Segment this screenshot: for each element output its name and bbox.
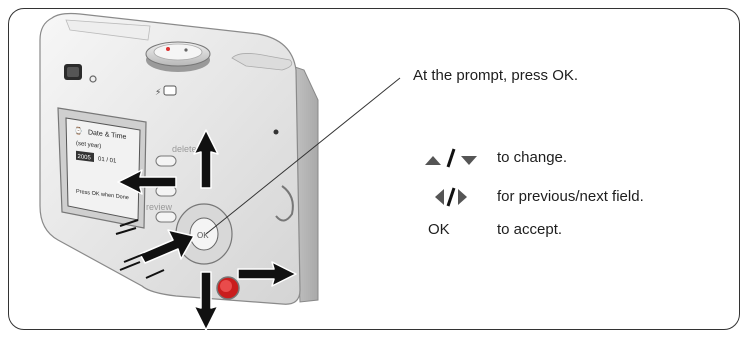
lcd-date: 01 / 01 — [98, 156, 117, 164]
svg-text:delete: delete — [172, 144, 197, 154]
lcd-subtitle: (set year) — [76, 141, 101, 150]
svg-text:⚡: ⚡ — [155, 88, 161, 98]
callout-prompt: At the prompt, press OK. — [413, 67, 579, 84]
up-down-arrows-icon — [425, 148, 477, 168]
svg-text:review: review — [146, 202, 173, 212]
ok-button-label: OK — [197, 231, 209, 240]
review-button: review — [146, 202, 177, 223]
arrow-press-icon — [139, 229, 195, 264]
left-right-arrows-icon — [435, 187, 467, 207]
diagram-frame — [8, 8, 740, 330]
instruction-change: to change. — [497, 149, 568, 166]
arrow-right-icon — [237, 261, 297, 287]
arrow-left-icon — [117, 169, 177, 195]
lcd-title: Date & Time — [88, 129, 127, 141]
lcd-year: 2005 — [78, 154, 92, 162]
delete-button: delete — [155, 144, 197, 167]
svg-text:⌚: ⌚ — [74, 126, 83, 136]
ok-key-label: OK — [428, 221, 450, 238]
arrow-up-icon — [193, 129, 219, 189]
direction-arrows — [117, 129, 297, 331]
mode-dial — [145, 41, 211, 72]
motion-dashes — [115, 219, 165, 279]
flash-button-icon — [163, 85, 177, 96]
arrow-down-icon — [193, 271, 219, 331]
callout-leader-line — [205, 77, 401, 235]
instruction-accept: to accept. — [497, 221, 563, 238]
four-way-controller: OK — [175, 203, 233, 265]
instruction-field: for previous/next field. — [497, 188, 644, 205]
